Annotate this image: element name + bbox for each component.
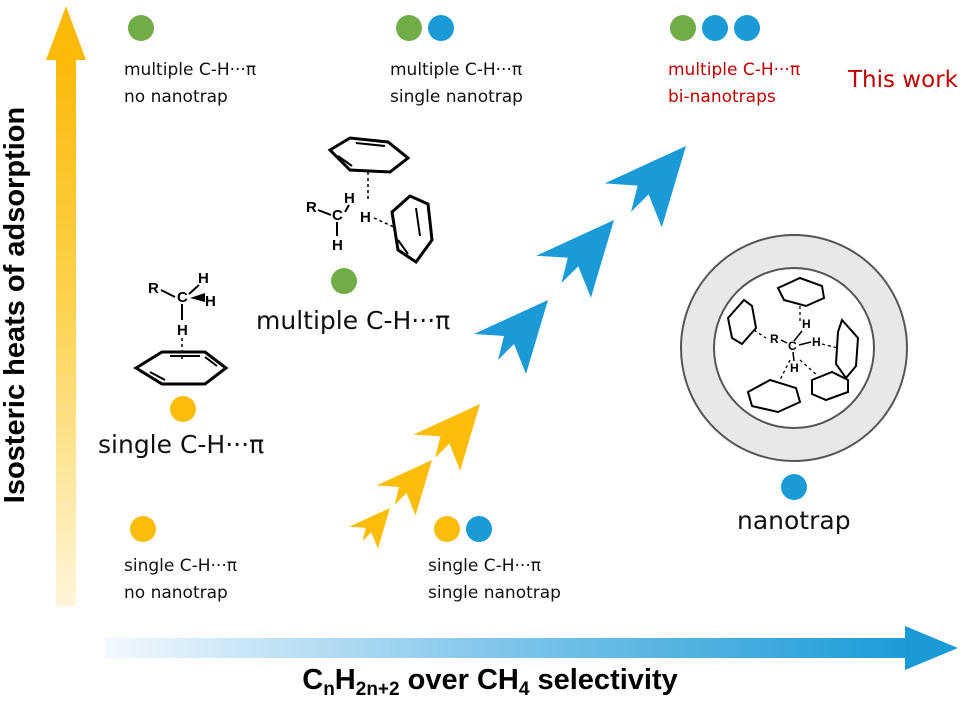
this-work-label: This work bbox=[848, 67, 958, 93]
y-axis-arrow bbox=[46, 6, 86, 606]
atom-H: H bbox=[790, 361, 799, 375]
category-bottom-left: single C-H···π no nanotrap bbox=[124, 553, 237, 607]
atom-R: R bbox=[306, 199, 317, 216]
category-line2: single nanotrap bbox=[428, 583, 561, 603]
blue-dot bbox=[428, 15, 454, 41]
category-line1: single C-H···π bbox=[428, 556, 541, 576]
blue-dot bbox=[781, 474, 807, 500]
atom-H: H bbox=[205, 293, 216, 310]
category-top-left: multiple C-H···π no nanotrap bbox=[124, 57, 256, 111]
single-ch-pi-molecule: R C H H H bbox=[133, 270, 229, 386]
category-line1: single C-H···π bbox=[124, 556, 237, 576]
category-line1: multiple C-H···π bbox=[668, 60, 801, 80]
blue-dot bbox=[702, 15, 728, 41]
chevron bbox=[604, 146, 686, 228]
atom-H: H bbox=[332, 237, 343, 254]
atom-C: C bbox=[788, 339, 797, 353]
category-line2: no nanotrap bbox=[124, 583, 228, 603]
atom-H: H bbox=[344, 190, 355, 207]
category-line1: multiple C-H···π bbox=[124, 60, 257, 80]
atom-H: H bbox=[177, 322, 188, 339]
green-dot bbox=[128, 15, 154, 41]
atom-R: R bbox=[770, 332, 779, 346]
nanotrap-molecule: R C H H H bbox=[726, 276, 860, 414]
chevron bbox=[349, 508, 390, 549]
category-line1: multiple C-H···π bbox=[390, 60, 523, 80]
multiple-ch-pi-molecule: R C H H H bbox=[306, 136, 434, 265]
blue-dot bbox=[734, 15, 760, 41]
green-dot bbox=[331, 268, 357, 294]
category-top-right: multiple C-H···π bi-nanotraps bbox=[668, 57, 800, 111]
atom-R: R bbox=[148, 280, 159, 297]
atom-C: C bbox=[332, 207, 343, 224]
chevron bbox=[376, 460, 432, 516]
selectivity-chevrons bbox=[349, 146, 686, 549]
atom-H: H bbox=[360, 209, 371, 226]
x-axis-label: CnH2n+2 over CH4 selectivity bbox=[302, 664, 678, 700]
green-dot bbox=[396, 15, 422, 41]
yellow-dot bbox=[170, 396, 196, 422]
category-line2: no nanotrap bbox=[124, 87, 228, 107]
category-bottom-mid: single C-H···π single nanotrap bbox=[428, 553, 561, 607]
atom-H: H bbox=[198, 270, 209, 287]
chevron bbox=[474, 300, 548, 374]
atom-C: C bbox=[177, 289, 188, 306]
yellow-dot bbox=[130, 516, 156, 542]
multiple-interaction-label: multiple C-H···π bbox=[256, 306, 451, 335]
chevron bbox=[413, 404, 480, 471]
category-top-mid: multiple C-H···π single nanotrap bbox=[390, 57, 523, 111]
chevron bbox=[536, 220, 614, 298]
blue-dot bbox=[466, 516, 492, 542]
nanotrap-label: nanotrap bbox=[737, 506, 851, 535]
atom-H: H bbox=[812, 335, 821, 349]
yellow-dot bbox=[434, 516, 460, 542]
category-line2: bi-nanotraps bbox=[668, 87, 776, 107]
green-dot bbox=[670, 15, 696, 41]
category-line2: single nanotrap bbox=[390, 87, 523, 107]
y-axis-label: Isosteric heats of adsorption bbox=[0, 106, 31, 504]
atom-H: H bbox=[802, 317, 811, 331]
single-interaction-label: single C-H···π bbox=[98, 430, 265, 459]
x-axis-arrow bbox=[105, 626, 958, 670]
